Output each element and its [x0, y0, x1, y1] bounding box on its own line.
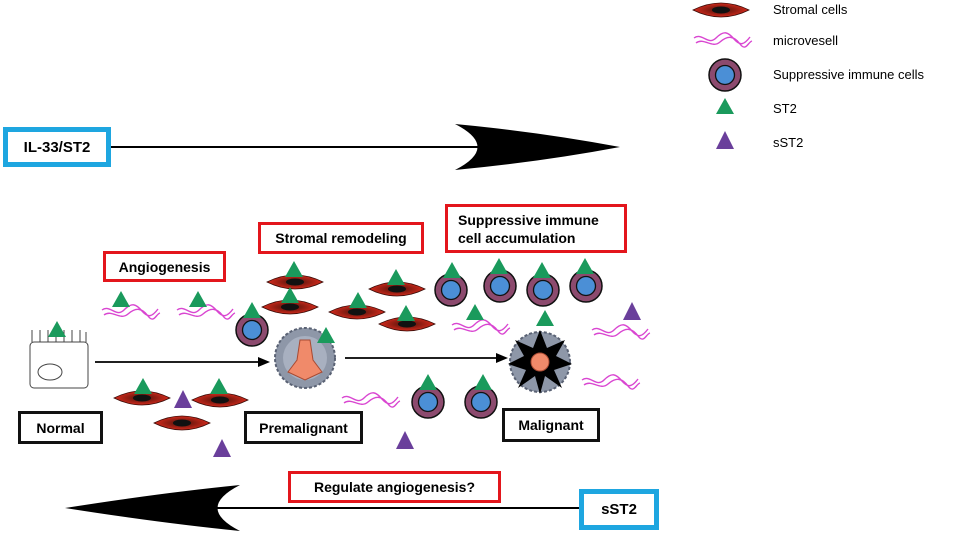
- st2-marker: [48, 321, 66, 337]
- progression-arrow-1: [95, 357, 270, 367]
- stromal-cells: [113, 274, 436, 431]
- stage-premalignant-label: Premalignant: [244, 411, 363, 444]
- microvessel: [341, 392, 401, 408]
- legend-suppressive-immune-cell-icon: [708, 58, 742, 92]
- stromal-cell: [153, 415, 211, 431]
- stage-normal-label: Normal: [18, 411, 103, 444]
- sst2-arrow: [65, 485, 580, 531]
- st2-marker: [576, 258, 594, 274]
- malignant-tumor: [508, 330, 572, 394]
- st2-marker: [466, 304, 484, 320]
- microvessel: [101, 304, 161, 320]
- suppressive-immune-cell: [235, 313, 269, 347]
- sst2-marker: [213, 439, 231, 457]
- st2-marker: [443, 262, 461, 278]
- st2-marker: [490, 258, 508, 274]
- st2-marker: [210, 378, 228, 394]
- suppressive-immune-cell: [569, 269, 603, 303]
- stromal-cell: [266, 274, 324, 290]
- legend-stromal-label: Stromal cells: [773, 2, 848, 17]
- legend-sst2-label: sST2: [773, 135, 804, 150]
- suppressive-immune-cell: [411, 385, 445, 419]
- legend-microvessel-label: microvesell: [773, 33, 839, 48]
- sst2-marker: [396, 431, 414, 449]
- il33-st2-label: IL-33/ST2: [3, 127, 111, 167]
- immune-accumulation-label: Suppressive immune cell accumulation: [445, 204, 627, 253]
- microvessel: [451, 319, 511, 335]
- st2-marker: [134, 378, 152, 394]
- sst2-marker: [174, 390, 192, 408]
- microvessel: [591, 324, 651, 340]
- suppressive-immune-cell: [483, 269, 517, 303]
- st2-marker: [533, 262, 551, 278]
- st2-marker: [112, 291, 130, 307]
- legend-microvessel-icon: [693, 32, 753, 48]
- il33-st2-arrow: [110, 124, 620, 170]
- legend-sst2-icon: [716, 131, 734, 149]
- legend-stromal-cell-icon: [692, 2, 750, 18]
- normal-cell: [29, 330, 89, 389]
- st2-marker: [474, 374, 492, 390]
- st2-marker: [397, 305, 415, 321]
- st2-marker: [536, 310, 554, 326]
- st2-marker: [419, 374, 437, 390]
- angiogenesis-label: Angiogenesis: [103, 251, 226, 282]
- legend-st2-icon: [716, 98, 734, 114]
- st2-marker: [349, 292, 367, 308]
- legend-st2-label: ST2: [773, 101, 797, 116]
- st2-marker: [387, 269, 405, 285]
- premalignant-lesion: [274, 327, 336, 389]
- immune-accumulation-line-2: cell accumulation: [458, 229, 576, 246]
- stromal-remodeling-label: Stromal remodeling: [258, 222, 424, 254]
- microvessel: [581, 374, 641, 390]
- suppressive-immune-cell: [526, 273, 560, 307]
- st2-marker: [243, 302, 261, 318]
- st2-marker: [281, 287, 299, 303]
- stromal-cell: [191, 392, 249, 408]
- immune-accumulation-line-1: Suppressive immune: [458, 211, 599, 228]
- sst2-marker: [623, 302, 641, 320]
- suppressive-immune-cell: [464, 385, 498, 419]
- st2-marker: [189, 291, 207, 307]
- sst2-label: sST2: [579, 489, 659, 530]
- regulate-angiogenesis-label: Regulate angiogenesis?: [288, 471, 501, 503]
- legend-suppressive-label: Suppressive immune cells: [773, 67, 925, 82]
- stage-malignant-label: Malignant: [502, 408, 600, 442]
- progression-arrow-2: [345, 353, 508, 363]
- st2-marker: [285, 261, 303, 277]
- suppressive-immune-cell: [434, 273, 468, 307]
- legend: [692, 2, 753, 149]
